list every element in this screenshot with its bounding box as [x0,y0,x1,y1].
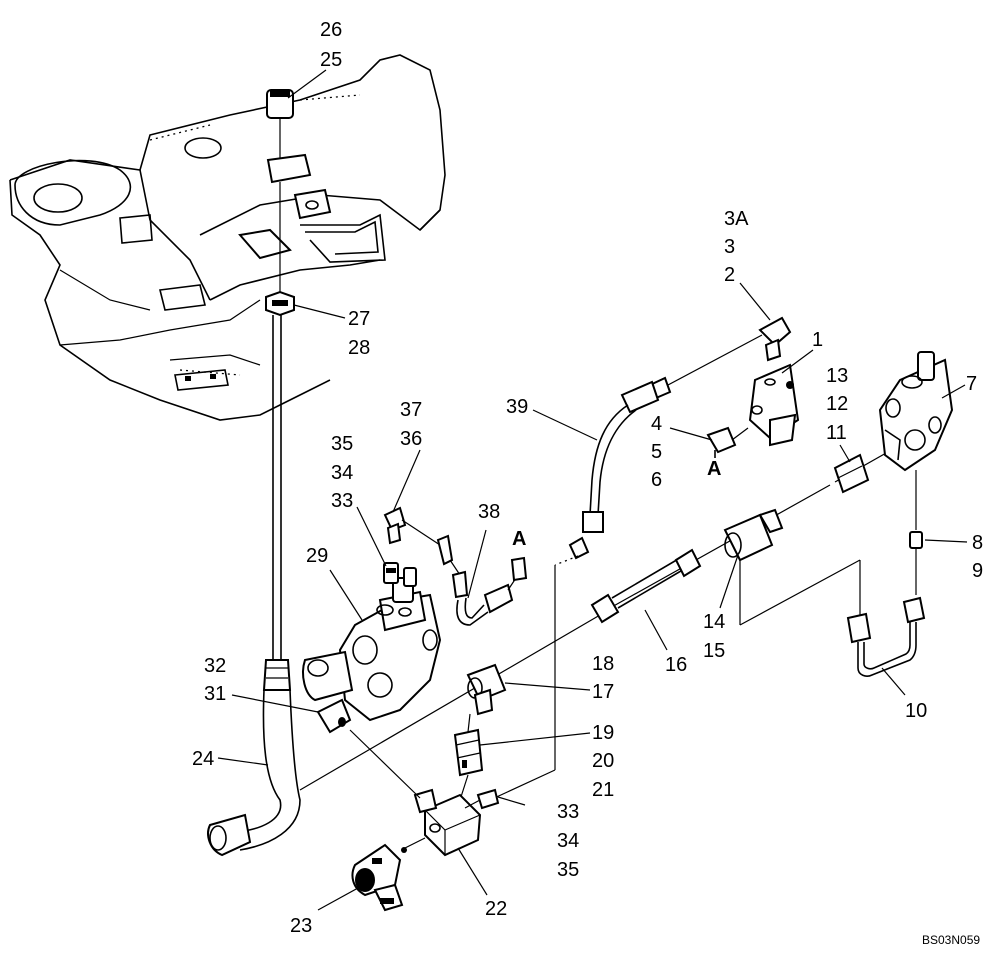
callout-32: 32 [204,655,226,677]
callout-2: 2 [724,264,735,286]
callout-9: 9 [972,560,983,582]
callout-39: 39 [506,396,528,418]
valve-7 [878,351,954,530]
chassis-frame [9,54,446,421]
callout-16: 16 [665,654,687,676]
tube-10 [846,596,926,677]
callout-35-lower: 35 [557,859,579,881]
callout-11: 11 [826,422,847,444]
callout-38: 38 [478,501,500,523]
block-22 [349,729,482,857]
callout-18: 18 [592,653,614,675]
reference-markers: A A [512,450,721,550]
elbow-36 [383,506,469,599]
callout-33-upper: 33 [331,490,353,512]
callout-17: 17 [592,681,614,703]
block-1 [748,363,800,447]
callout-19: 19 [592,722,614,744]
callout-7: 7 [966,373,977,395]
callout-15: 15 [703,640,725,662]
callout-21: 21 [592,779,614,801]
callout-29: 29 [306,545,328,567]
callout-25: 25 [320,49,342,71]
callout-23: 23 [290,915,312,937]
callout-27: 27 [348,308,370,330]
callout-35-upper: 35 [331,433,353,455]
fitting-11 [833,453,870,494]
callout-3a: 3A [724,208,749,230]
fitting-19 [453,713,484,801]
callout-12: 12 [826,393,848,415]
callout-26: 26 [320,19,342,41]
callout-37: 37 [400,399,422,421]
callouts: 26 25 27 28 3A 3 2 1 4 5 6 13 12 11 7 8 … [192,19,983,937]
fitting-8 [909,531,923,595]
switch-23 [351,837,426,912]
callout-20: 20 [592,750,614,772]
leader-lines [217,69,968,911]
callout-33-lower: 33 [557,801,579,823]
callout-34-upper: 34 [331,462,353,484]
callout-31: 31 [204,683,226,705]
diagram-code: BS03N059 [922,933,980,947]
elbow-2 [758,316,792,362]
reference-marker-a-block: A [707,458,721,480]
callout-28: 28 [348,337,370,359]
elbow-17 [466,663,507,716]
hose-24 [207,689,301,857]
callout-22: 22 [485,898,507,920]
callout-14: 14 [703,611,725,633]
callout-34-lower: 34 [557,830,579,852]
callout-36: 36 [400,428,422,450]
callout-24: 24 [192,748,214,770]
tee-14 [723,508,861,626]
reference-marker-a-hose: A [512,528,526,550]
hose-38 [456,556,528,626]
callout-6: 6 [651,469,662,491]
callout-1: 1 [812,329,823,351]
fitting-33-lower [464,788,500,810]
callout-8: 8 [972,532,983,554]
pressure-switch-top [238,89,332,317]
hose-39 [554,334,763,566]
tube-16 [590,548,702,624]
return-line [489,565,556,801]
elbow-4 [706,426,749,454]
valve-29 [302,577,442,734]
callout-3: 3 [724,236,735,258]
vertical-tube [262,315,292,691]
callout-10: 10 [905,700,927,722]
fitting-33-upper [383,562,417,587]
callout-13: 13 [826,365,848,387]
callout-5: 5 [651,441,662,463]
callout-4: 4 [651,413,662,435]
